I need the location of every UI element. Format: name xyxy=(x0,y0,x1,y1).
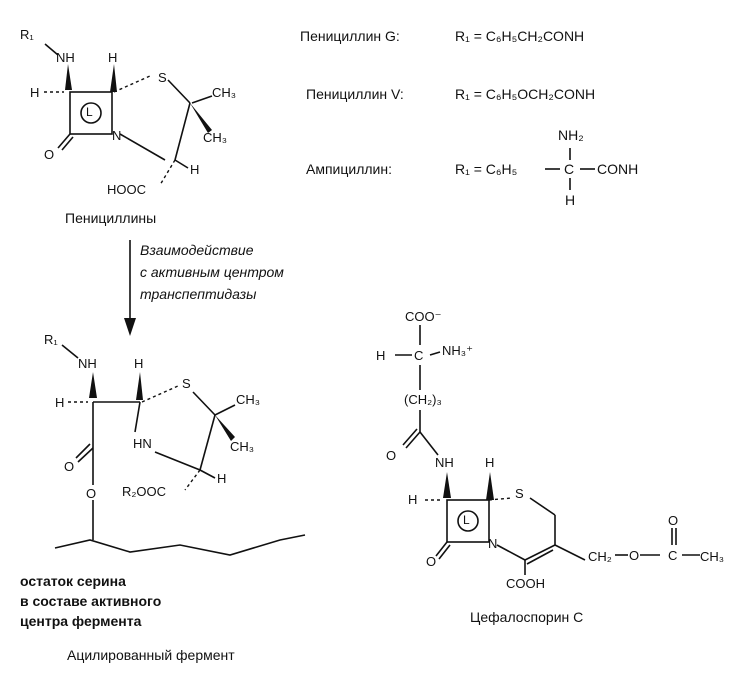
ceph-ch2-3: (CH₂)₃ xyxy=(404,392,442,407)
ampicillin-nh2: NH₂ xyxy=(558,127,584,143)
pen-h-left: H xyxy=(30,85,40,100)
ampicillin-h: H xyxy=(565,192,576,208)
pen-ring-label: L xyxy=(86,105,93,119)
acyl-r1: R₁ xyxy=(44,332,58,347)
ceph-n: N xyxy=(488,536,498,551)
pen-ch3-top: CH₃ xyxy=(212,85,237,100)
ceph-h-left: H xyxy=(376,348,386,363)
cephalosporin-skeleton xyxy=(395,325,700,575)
cephalosporin-caption: Цефалоспорин С xyxy=(470,609,584,625)
ceph-c: C xyxy=(414,348,424,363)
ampicillin-formula-left: R₁ = C₆H₅ xyxy=(455,161,518,177)
reaction-line-1: Взаимодействие xyxy=(140,242,254,258)
ceph-o-acetyl: O xyxy=(668,513,679,528)
ampicillin-bonds xyxy=(545,148,595,190)
penicillin-g-name: Пенициллин G: xyxy=(300,28,400,44)
acylated-skeleton xyxy=(54,344,306,556)
acyl-h-right: H xyxy=(217,471,227,486)
ceph-h-left2: H xyxy=(408,492,418,507)
penicillin-v-name: Пенициллин V: xyxy=(306,86,404,102)
serine-line-1: остаток серина xyxy=(20,573,126,589)
pen-nh: NH xyxy=(56,50,75,65)
reaction-line-3: транспептидазы xyxy=(140,286,257,302)
ceph-o-amide: O xyxy=(386,448,397,463)
ceph-ring-label: L xyxy=(463,513,470,527)
acyl-r2ooc: R₂OOC xyxy=(122,484,167,499)
ampicillin-formula-right: CONH xyxy=(597,161,639,177)
reaction-arrow xyxy=(124,240,136,336)
reaction-line-2: с активным центром xyxy=(140,264,284,280)
acyl-h-top: H xyxy=(134,356,144,371)
pen-n: N xyxy=(112,128,122,143)
acyl-hn: HN xyxy=(133,436,152,451)
penicillin-g-formula: R₁ = C₆H₅CH₂CONH xyxy=(455,28,585,44)
ceph-o-ester: O xyxy=(629,548,640,563)
serine-line-3: центра фермента xyxy=(20,613,142,629)
ceph-o-lactam: O xyxy=(426,554,437,569)
ceph-ch2: CH₂ xyxy=(588,549,612,564)
pen-o: O xyxy=(44,147,55,162)
acyl-ch3-top: CH₃ xyxy=(236,392,261,407)
ceph-nh3: NH₃⁺ xyxy=(442,343,473,358)
pen-h-right: H xyxy=(190,162,200,177)
ampicillin-name: Ампициллин: xyxy=(306,161,392,177)
serine-line-2: в составе активного xyxy=(20,593,162,609)
acyl-nh: NH xyxy=(78,356,97,371)
ampicillin-formula-center: C xyxy=(564,161,575,177)
pen-ch3-bottom: CH₃ xyxy=(203,130,228,145)
penicillin-skeleton xyxy=(44,43,213,186)
acyl-s: S xyxy=(182,376,191,391)
pen-r1: R₁ xyxy=(20,27,34,42)
pen-h-top: H xyxy=(108,50,118,65)
acyl-o-ester: O xyxy=(86,486,97,501)
ceph-cooh: COOH xyxy=(506,576,545,591)
acyl-o-carbonyl: O xyxy=(64,459,75,474)
ceph-c-acetyl: C xyxy=(668,548,678,563)
ceph-ch3: CH₃ xyxy=(700,549,725,564)
penicillins-caption: Пенициллины xyxy=(65,210,157,226)
ceph-h-top: H xyxy=(485,455,495,470)
ceph-s: S xyxy=(515,486,524,501)
acyl-ch3-bottom: CH₃ xyxy=(230,439,255,454)
acyl-h-left: H xyxy=(55,395,65,410)
ceph-nh: NH xyxy=(435,455,454,470)
acylated-caption: Ацилированный фермент xyxy=(67,647,235,663)
ceph-coo: COO⁻ xyxy=(405,309,442,324)
pen-hooc: HOOC xyxy=(107,182,146,197)
penicillin-v-formula: R₁ = C₆H₅OCH₂CONH xyxy=(455,86,596,102)
pen-s: S xyxy=(158,70,167,85)
